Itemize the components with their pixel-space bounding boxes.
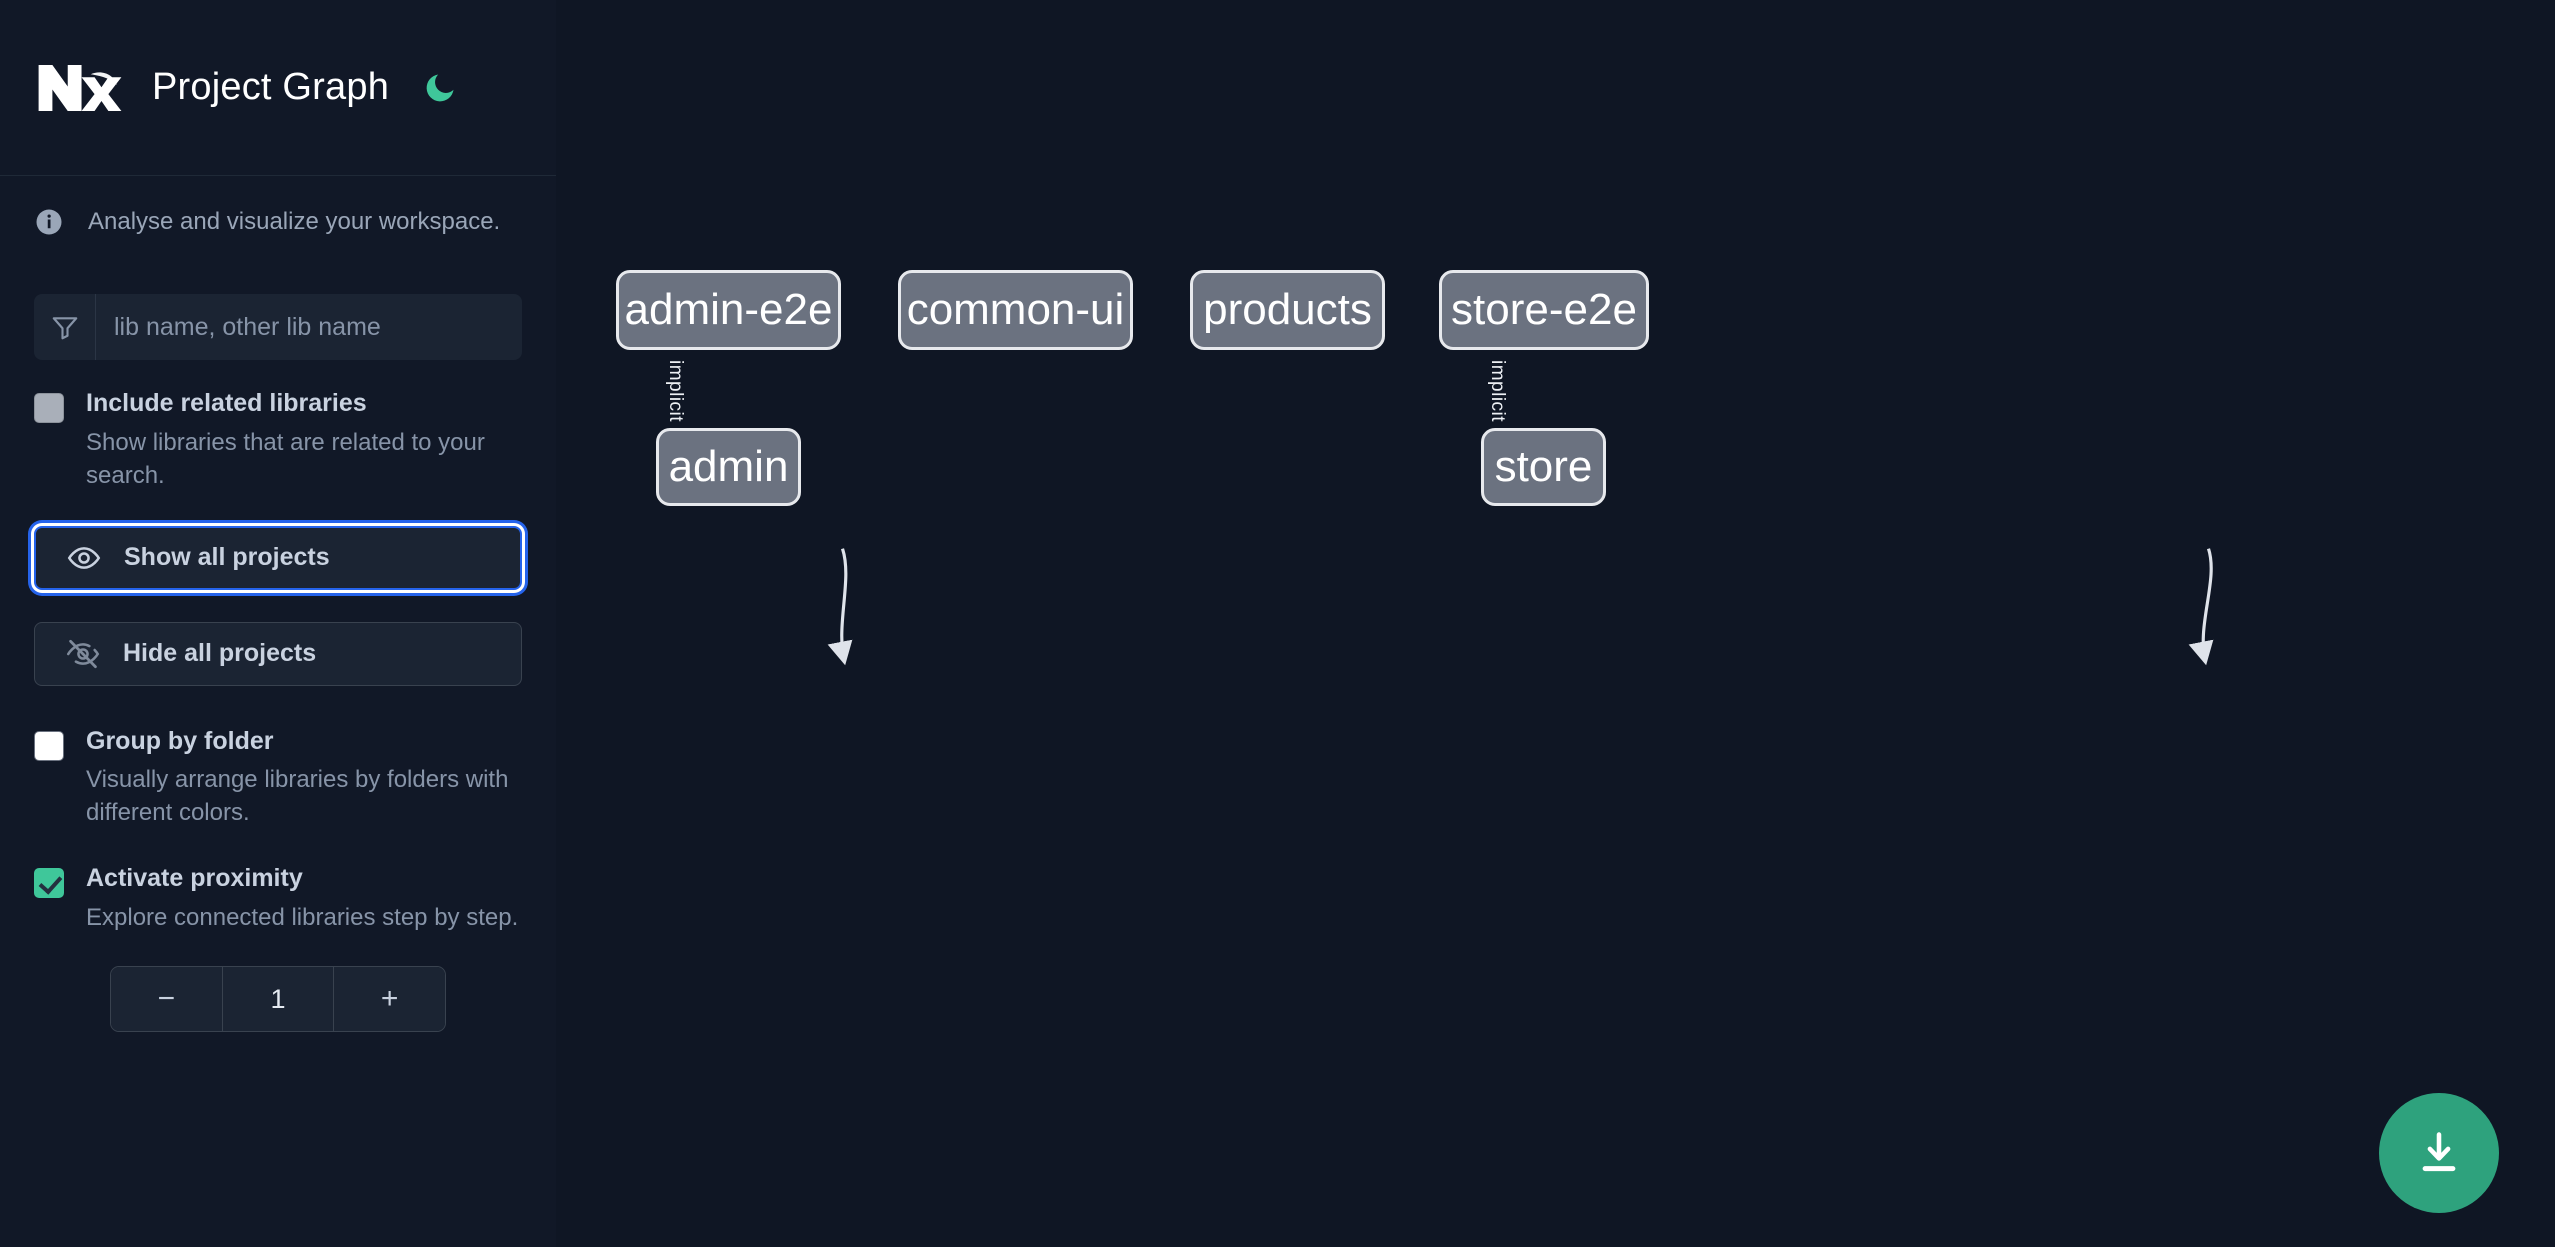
graph-node-label: admin-e2e bbox=[624, 285, 833, 334]
option-include-related-libraries: Include related libraries Show libraries… bbox=[0, 389, 556, 492]
filter-bar bbox=[34, 294, 522, 360]
hide-all-projects-label: Hide all projects bbox=[123, 639, 317, 668]
graph-edge-label-store: implicit bbox=[1487, 360, 1508, 423]
graph-node-common-ui[interactable]: common-ui bbox=[898, 270, 1133, 350]
graph-node-store[interactable]: store bbox=[1481, 428, 1606, 506]
option-group-by-folder: Group by folder Visually arrange librari… bbox=[0, 726, 556, 830]
page-title: Project Graph bbox=[152, 66, 390, 108]
sidebar: Project Graph Analyse and visualize your… bbox=[0, 0, 556, 1247]
funnel-icon bbox=[34, 294, 96, 360]
graph-node-store-e2e[interactable]: store-e2e bbox=[1439, 270, 1649, 350]
eye-off-icon bbox=[65, 636, 101, 672]
activate-proximity-label: Activate proximity bbox=[86, 864, 303, 893]
info-icon bbox=[34, 207, 64, 237]
include-related-libraries-label: Include related libraries bbox=[86, 389, 367, 417]
graph-node-label: admin bbox=[668, 442, 789, 491]
graph-canvas[interactable]: admin-e2e common-ui products store-e2e a… bbox=[556, 0, 2555, 1247]
graph-edges bbox=[827, 548, 2214, 666]
proximity-value: 1 bbox=[222, 967, 335, 1032]
sidebar-scroll-container[interactable]: Project Graph Analyse and visualize your… bbox=[0, 0, 556, 1247]
graph-node-products[interactable]: products bbox=[1190, 270, 1385, 350]
search-input[interactable] bbox=[96, 294, 522, 360]
show-all-projects-button[interactable]: Show all projects bbox=[34, 525, 522, 590]
proximity-decrement-button[interactable]: − bbox=[111, 967, 223, 1032]
graph-node-admin[interactable]: admin bbox=[656, 428, 801, 506]
activate-proximity-checkbox[interactable] bbox=[34, 868, 64, 899]
graph-node-label: store bbox=[1494, 442, 1593, 491]
download-icon bbox=[2422, 1132, 2456, 1172]
moon-icon[interactable] bbox=[419, 67, 461, 109]
sidebar-header: Project Graph bbox=[0, 0, 556, 176]
tagline: Analyse and visualize your workspace. bbox=[0, 176, 556, 268]
hide-all-projects-button[interactable]: Hide all projects bbox=[34, 621, 522, 686]
group-by-folder-description: Visually arrange libraries by folders wi… bbox=[86, 766, 509, 827]
proximity-stepper: − 1 + bbox=[110, 966, 446, 1033]
group-by-folder-label: Group by folder bbox=[86, 726, 274, 755]
eye-icon bbox=[66, 540, 102, 576]
graph-node-label: common-ui bbox=[906, 285, 1125, 334]
graph-edge-label-admin: implicit bbox=[665, 360, 686, 423]
include-related-libraries-description: Show libraries that are related to your … bbox=[86, 428, 485, 489]
graph-node-admin-e2e[interactable]: admin-e2e bbox=[616, 270, 841, 350]
activate-proximity-description: Explore connected libraries step by step… bbox=[86, 903, 519, 931]
include-related-libraries-checkbox[interactable] bbox=[34, 393, 64, 423]
download-image-button[interactable] bbox=[2379, 1093, 2499, 1213]
proximity-increment-button[interactable]: + bbox=[334, 967, 445, 1032]
nx-logo bbox=[34, 59, 126, 117]
graph-node-label: store-e2e bbox=[1451, 285, 1637, 334]
group-by-folder-checkbox[interactable] bbox=[34, 730, 64, 761]
graph-node-label: products bbox=[1203, 285, 1372, 334]
show-all-projects-label: Show all projects bbox=[124, 543, 330, 572]
option-activate-proximity: Activate proximity Explore connected lib… bbox=[0, 865, 556, 934]
tagline-text: Analyse and visualize your workspace. bbox=[88, 208, 501, 235]
